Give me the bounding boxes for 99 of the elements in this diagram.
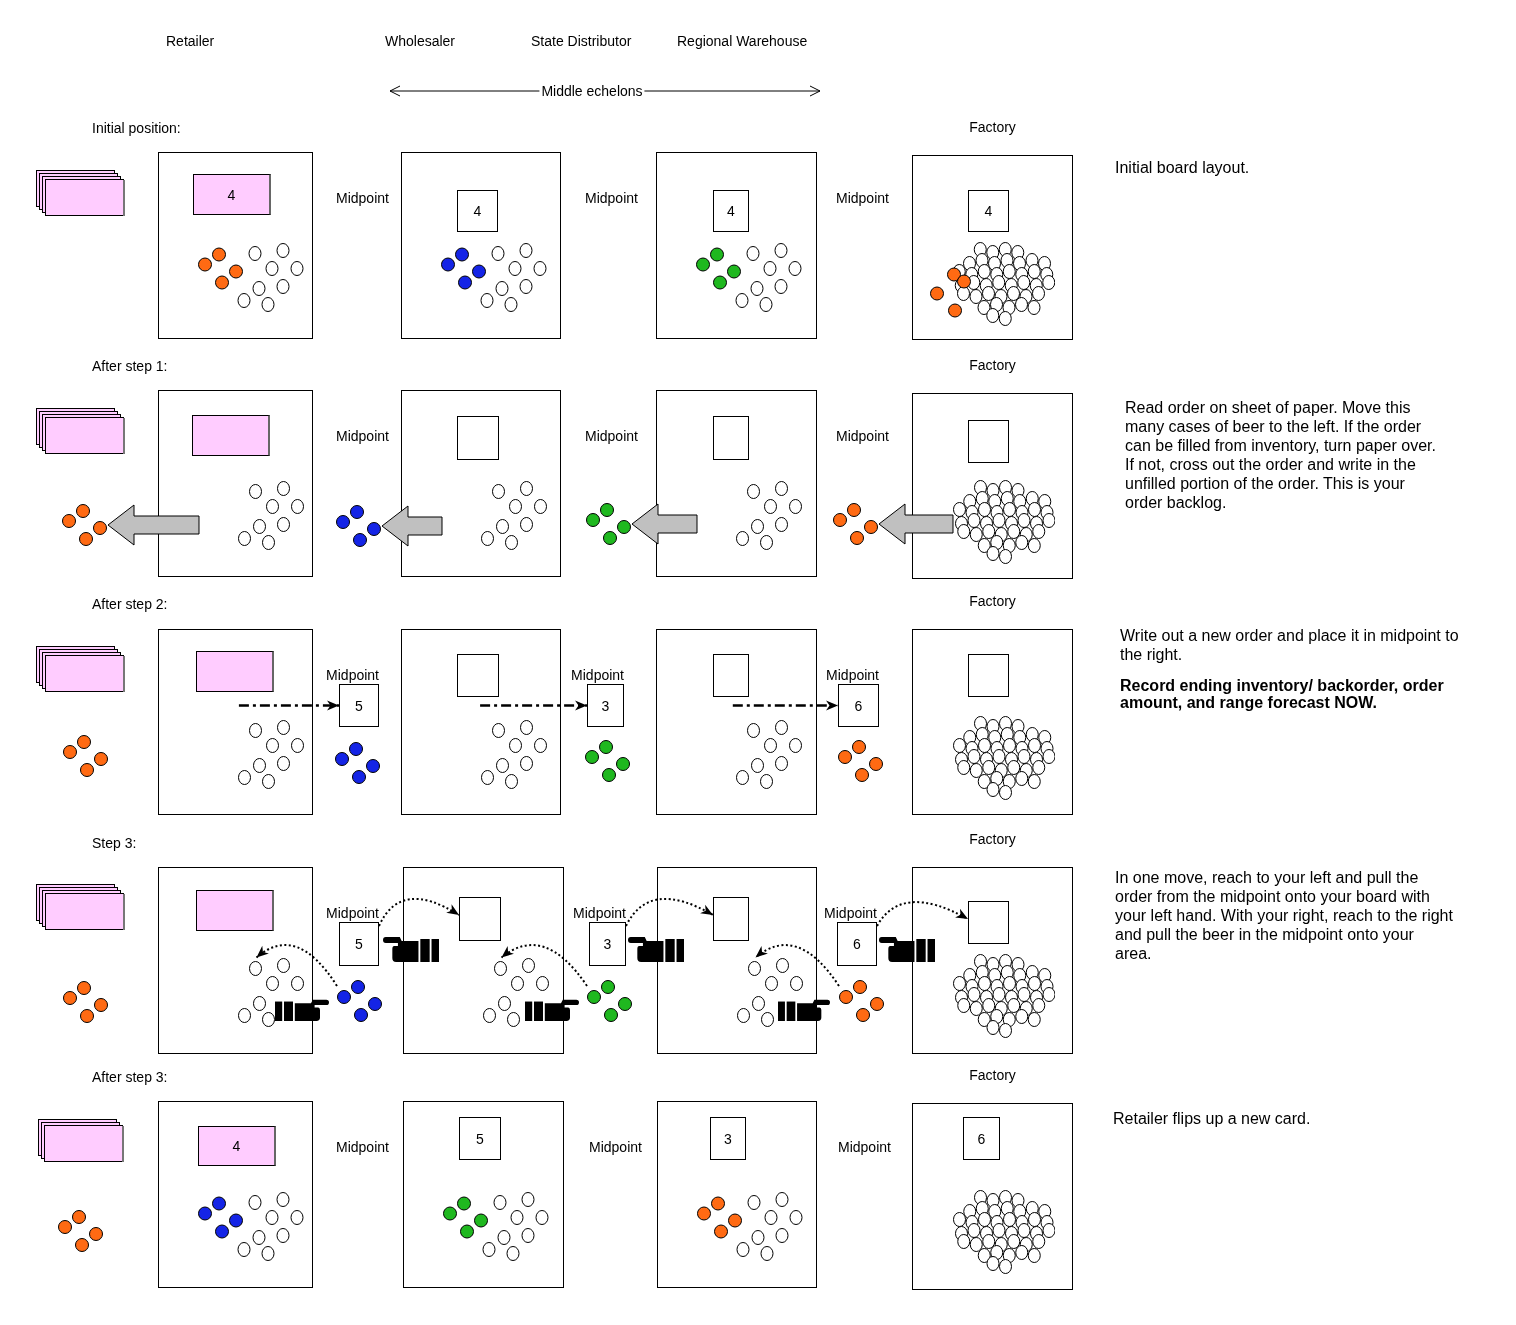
- game-board: [403, 1101, 564, 1288]
- block-arrow: [381, 505, 443, 547]
- instruction-text: Read order on sheet of paper. Move this many cases of beer to the left. If the order can be filled from inventory, turn paper over. If not, cross out the order and write in the unfilled portion of the order. This is your order backlog.: [1125, 398, 1437, 512]
- game-board: [657, 1101, 817, 1288]
- order-card: [968, 654, 1009, 697]
- token-cluster: [336, 505, 381, 547]
- game-board: [403, 867, 564, 1054]
- order-card: 6: [963, 1117, 1000, 1160]
- order-card: 3: [587, 684, 624, 727]
- midpoint-label: Midpoint: [336, 190, 389, 206]
- token-cluster: [839, 980, 884, 1022]
- midpoint-label: Midpoint: [585, 190, 638, 206]
- token-cluster: [587, 980, 632, 1022]
- column-heading: Wholesaler: [385, 33, 456, 49]
- game-board: [401, 390, 561, 577]
- token-cluster: [237, 957, 304, 1027]
- instruction-text: Record ending inventory/ backorder, order amount, and range forecast NOW.: [1120, 677, 1445, 711]
- column-heading: State Distributor: [531, 33, 632, 49]
- order-card: 4: [198, 1126, 276, 1166]
- order-card: 5: [339, 684, 379, 727]
- curved-arrow: [625, 897, 714, 927]
- game-board: [158, 390, 313, 577]
- instruction-text: Retailer flips up a new card.: [1113, 1109, 1311, 1128]
- order-card: 4: [968, 190, 1009, 232]
- game-board: [158, 867, 313, 1054]
- board-heading: Factory: [969, 357, 1016, 373]
- column-heading: Retailer: [166, 33, 215, 49]
- order-card: 5: [339, 922, 379, 966]
- midpoint-label: Midpoint: [826, 667, 879, 683]
- game-board: [158, 1101, 313, 1288]
- midpoint-label: Midpoint: [589, 1139, 642, 1155]
- arrow: [732, 700, 838, 711]
- game-board: [656, 152, 817, 339]
- curved-arrow: [754, 944, 840, 987]
- order-card: [457, 416, 499, 460]
- order-card: [713, 416, 749, 460]
- order-card: [196, 651, 274, 692]
- midpoint-label: Midpoint: [585, 428, 638, 444]
- order-card: 6: [838, 684, 879, 727]
- game-board: [401, 629, 561, 815]
- midpoint-label: Midpoint: [838, 1139, 891, 1155]
- order-card: 3: [710, 1117, 746, 1160]
- step-heading: Step 3:: [92, 835, 137, 851]
- midpoint-label: Midpoint: [836, 190, 889, 206]
- game-board: [401, 152, 561, 339]
- order-card: [457, 654, 499, 697]
- instruction-text: Write out a new order and place it in midpoint to the right.: [1120, 626, 1460, 664]
- curved-arrow: [876, 901, 969, 927]
- order-card: 4: [193, 174, 271, 215]
- curved-arrow: [378, 897, 460, 927]
- midpoint-label: Midpoint: [824, 905, 877, 921]
- midpoint-label: Midpoint: [326, 667, 379, 683]
- token-cluster: [62, 504, 107, 546]
- step-heading: After step 1:: [92, 358, 168, 374]
- token-cluster: [736, 957, 803, 1027]
- order-card: [459, 897, 501, 941]
- midpoint-label: Midpoint: [326, 905, 379, 921]
- order-card: 3: [589, 922, 626, 966]
- midpoint-label: Midpoint: [571, 667, 624, 683]
- step-heading: After step 3:: [92, 1069, 168, 1085]
- order-card: [968, 420, 1009, 463]
- curved-arrow: [500, 944, 588, 987]
- block-arrow: [878, 503, 954, 545]
- range-label: Middle echelons: [539, 83, 645, 99]
- column-heading: Regional Warehouse: [677, 33, 808, 49]
- midpoint-label: Midpoint: [336, 428, 389, 444]
- order-card: 6: [837, 922, 877, 966]
- token-cluster: [586, 503, 631, 545]
- game-board: [158, 152, 313, 339]
- midpoint-label: Midpoint: [836, 428, 889, 444]
- token-cluster: [833, 503, 878, 545]
- block-arrow: [631, 503, 698, 545]
- step-heading: After step 2:: [92, 596, 168, 612]
- board-heading: Factory: [969, 593, 1016, 609]
- curved-arrow: [255, 944, 338, 987]
- order-card: [196, 890, 274, 931]
- board-heading: Factory: [969, 1067, 1016, 1083]
- token-cluster: [482, 957, 549, 1027]
- board-heading: Factory: [969, 119, 1016, 135]
- instruction-text: Initial board layout.: [1115, 158, 1250, 177]
- token-cluster: [337, 980, 382, 1022]
- step-heading: Initial position:: [92, 120, 181, 136]
- order-card: [968, 901, 1009, 944]
- midpoint-label: Midpoint: [573, 905, 626, 921]
- midpoint-label: Midpoint: [336, 1139, 389, 1155]
- order-card: 4: [713, 190, 749, 232]
- order-card: [713, 654, 749, 697]
- instruction-text: In one move, reach to your left and pull the order from the midpoint onto your board with your left hand. With your right, reach to the right and pull the beer in the midpoint onto your area.: [1115, 868, 1453, 963]
- order-card: 4: [457, 190, 498, 232]
- game-board: [656, 390, 817, 577]
- game-board: [158, 629, 313, 815]
- game-board: [656, 629, 817, 815]
- block-arrow: [107, 504, 200, 546]
- board-heading: Factory: [969, 831, 1016, 847]
- order-card: [192, 415, 270, 456]
- order-card: 5: [459, 1117, 501, 1160]
- game-board: [657, 867, 817, 1054]
- arrow: [238, 700, 339, 711]
- order-card: [713, 897, 749, 941]
